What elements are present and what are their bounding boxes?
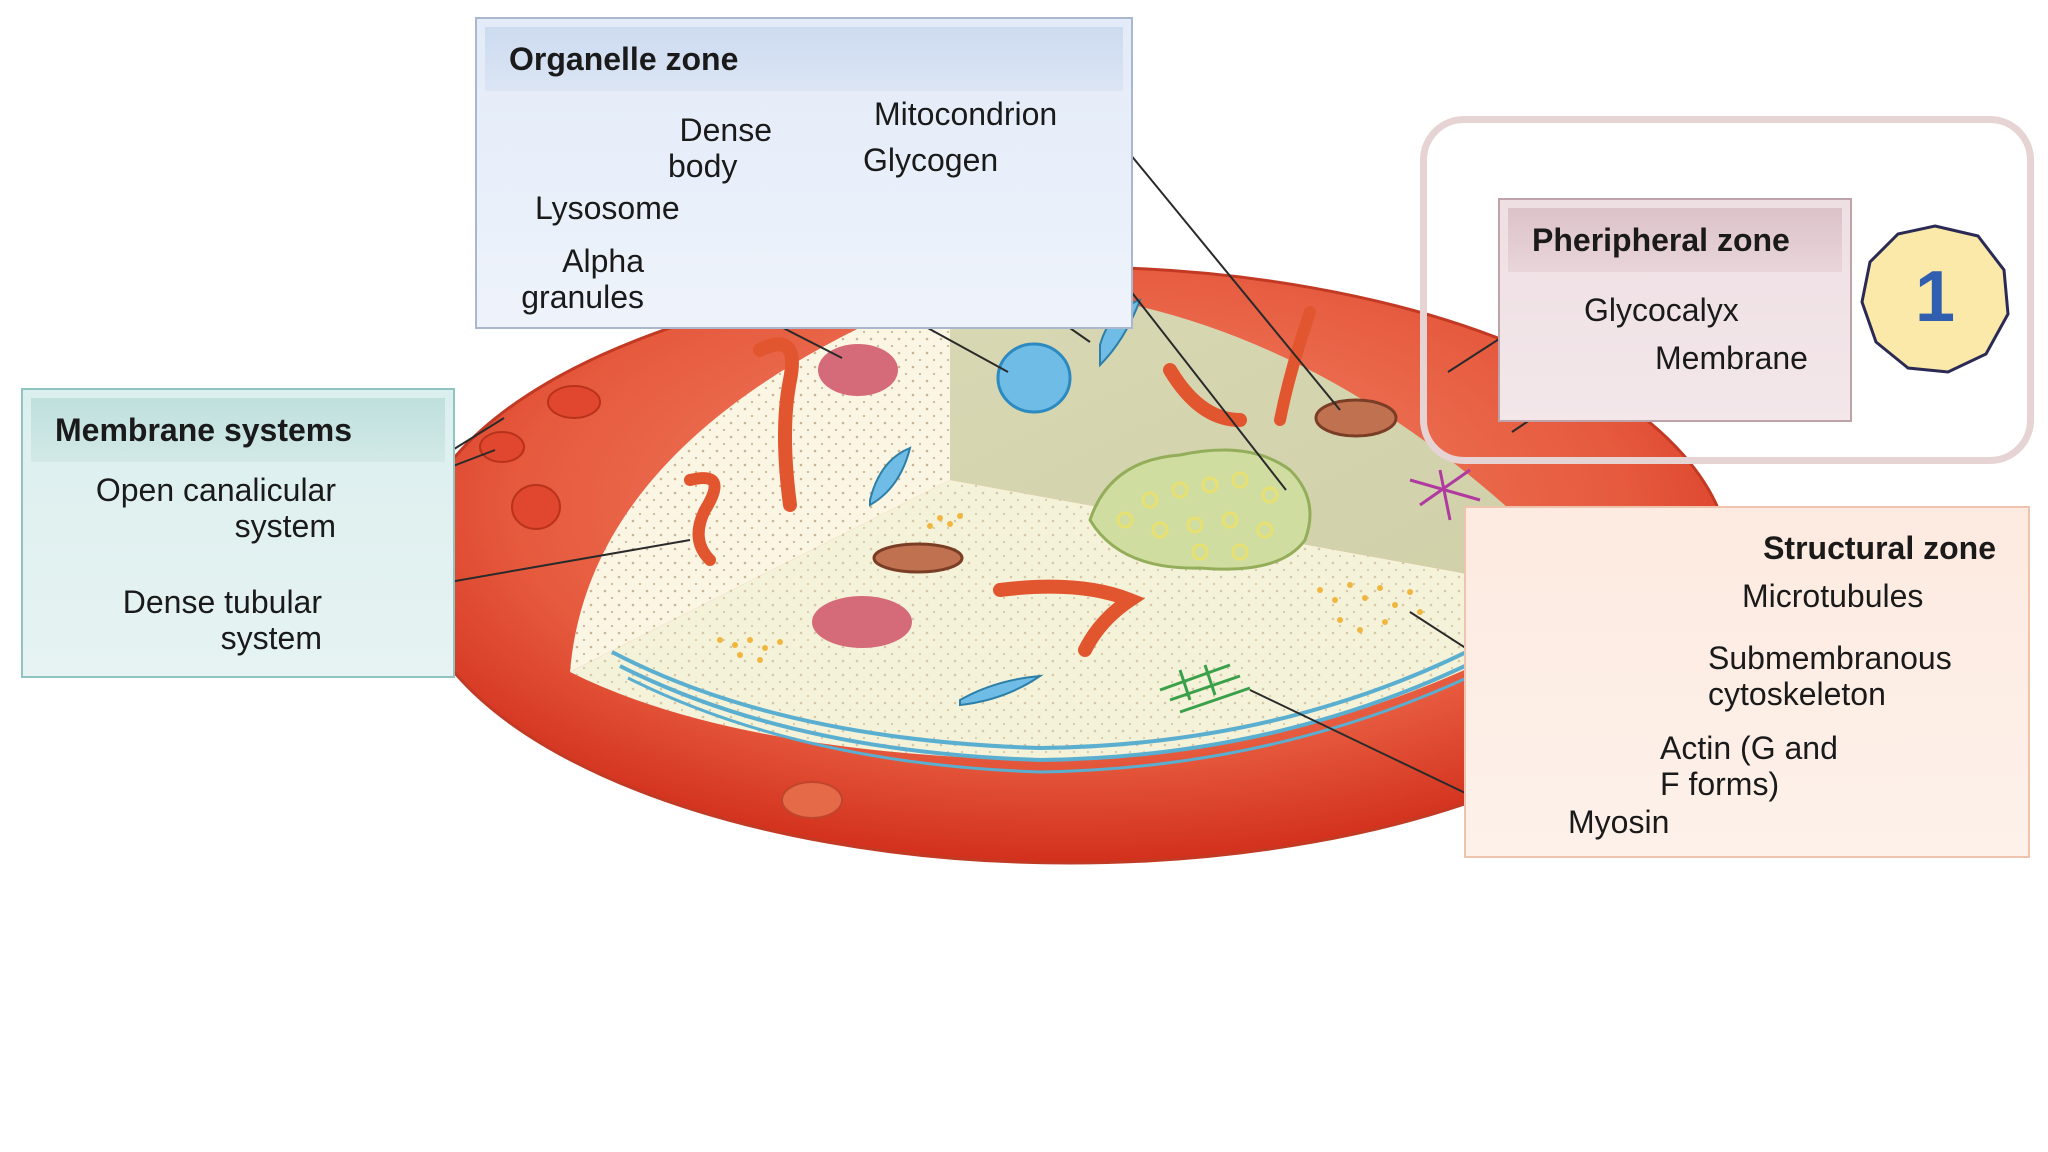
- canalicular-tube: [753, 337, 799, 512]
- myosin-label: Myosin: [1568, 804, 1670, 840]
- membrane-systems-panel: Membrane systems: [21, 388, 455, 678]
- glycogen-particles: [1116, 471, 1279, 561]
- canalicular-tube: [684, 472, 721, 566]
- submembranous-label-line1: Submembranous: [1708, 640, 1952, 676]
- step-number: 1: [1914, 257, 1956, 337]
- organelle-zone-panel: Organelle zone: [475, 17, 1133, 329]
- open-canalicular-label-line2: system: [234, 508, 336, 544]
- canalicular-tube: [993, 579, 1145, 657]
- dense-body: [959, 674, 1044, 707]
- dense-body-label: Dense body: [660, 112, 772, 184]
- submembranous-label-line2: cytoskeleton: [1708, 676, 1886, 712]
- canalicular-tube: [1274, 306, 1316, 426]
- glycogen-cluster: [1088, 448, 1312, 571]
- open-canalicular-label: Open canalicular system: [40, 472, 336, 544]
- actin-label-line1: Actin (G and: [1660, 730, 1838, 766]
- microtubule-band: [611, 610, 1542, 751]
- microtubules-label: Microtubules: [1742, 578, 1924, 614]
- canalicular-pit: [511, 484, 561, 530]
- actin-label: Actin (G and F forms): [1660, 730, 1838, 802]
- mitochondrion: [872, 542, 964, 574]
- alpha-granules-label-line1: Alpha: [562, 243, 644, 279]
- membrane-label: Membrane: [1655, 340, 1808, 376]
- glycocalyx-label: Glycocalyx: [1584, 292, 1739, 328]
- membrane-systems-title: Membrane systems: [31, 398, 445, 462]
- alpha-granules-label-line2: granules: [521, 279, 644, 315]
- alpha-granules-label: Alpha granules: [500, 243, 644, 315]
- mitocondrion-label: Mitocondrion: [874, 96, 1058, 132]
- canalicular-pit: [781, 781, 843, 819]
- peripheral-highlight-frame: [1420, 116, 2034, 464]
- dense-tubular-label-line1: Dense tubular: [122, 584, 322, 620]
- mitochondrion: [1314, 398, 1398, 438]
- dense-body: [869, 446, 912, 507]
- peripheral-zone-title: Pheripheral zone: [1508, 208, 1842, 272]
- step-number-badge: [1860, 224, 2010, 374]
- cytoplasm-back-wall: [950, 287, 1600, 598]
- microtubule-band-2: [619, 620, 1550, 763]
- cytoplasm-floor-dots: [570, 480, 1600, 760]
- dense-tubular-label-line2: system: [220, 620, 322, 656]
- dense-tubular-label: Dense tubular system: [60, 584, 322, 656]
- dense-body-label-line2: body: [668, 148, 738, 184]
- yellow-granule-cluster: [717, 513, 1423, 663]
- lysosome-label: Lysosome: [535, 190, 680, 226]
- glycogen-label: Glycogen: [863, 142, 999, 178]
- myosin-fibers: [1159, 663, 1251, 714]
- microtubule-band-3: [627, 630, 1557, 774]
- structural-zone-title: Structural zone: [1763, 530, 1996, 566]
- organelle-zone-title: Organelle zone: [485, 27, 1123, 91]
- peripheral-zone-panel: Pheripheral zone: [1498, 198, 1852, 422]
- canalicular-pit: [479, 431, 525, 463]
- structural-zone-panel: Structural zone: [1464, 506, 2030, 858]
- lysosome: [996, 342, 1072, 414]
- submembranous-label: Submembranous cytoskeleton: [1708, 640, 1952, 712]
- actin-label-line2: F forms): [1660, 766, 1780, 802]
- dense-body-label-line1: Dense: [679, 112, 773, 148]
- canalicular-pit: [547, 385, 601, 419]
- open-canalicular-label-line1: Open canalicular: [95, 472, 336, 508]
- actin-fibers: [1409, 468, 1481, 521]
- alpha-granule: [812, 596, 912, 648]
